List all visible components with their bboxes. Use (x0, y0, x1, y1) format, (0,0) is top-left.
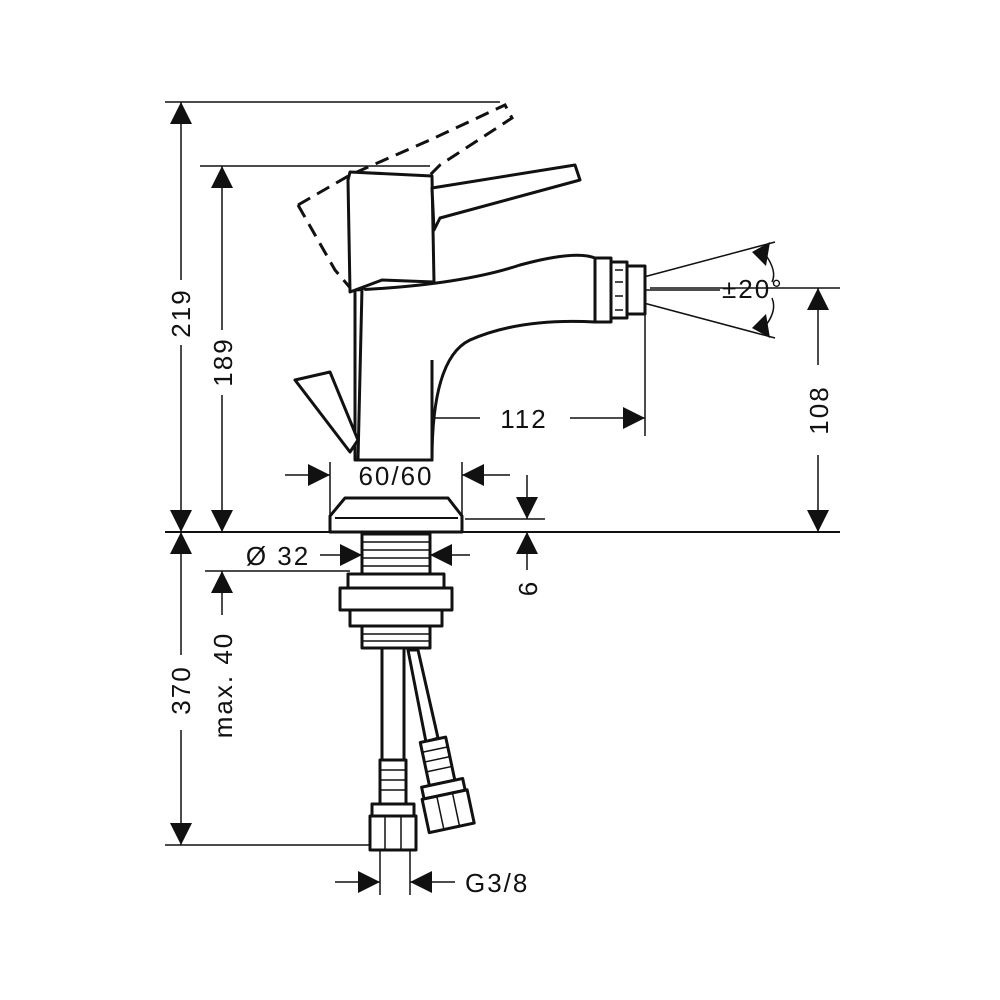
dimension-swivel-angle: ±20° (594, 241, 784, 339)
dimension-219: 219 (166, 102, 196, 532)
dimension-g3-8: G3/8 (335, 868, 529, 898)
dimension-60-60: 60/60 (285, 461, 510, 491)
hose-left (368, 646, 418, 852)
mounting-shank (338, 532, 454, 650)
swivel-angle-label: ±20° (722, 274, 784, 304)
dimension-108-label: 108 (804, 385, 834, 434)
dimension-108: 108 (804, 288, 834, 532)
dimension-370: 370 (166, 532, 196, 845)
dimension-370-label: 370 (166, 665, 196, 714)
dimension-189-label: 189 (208, 337, 238, 386)
dimension-219-label: 219 (166, 288, 196, 337)
dimension-diameter-32-label: Ø 32 (246, 541, 310, 571)
dimension-max-40: max. 40 (208, 571, 238, 738)
dimension-112-label: 112 (500, 404, 547, 434)
aerator (593, 256, 647, 324)
handle-block (346, 170, 436, 294)
faucet-body (293, 163, 647, 534)
extension-lines (165, 101, 840, 895)
dimension-60-60-label: 60/60 (358, 461, 433, 491)
dimension-189: 189 (208, 166, 238, 532)
dimension-6-label: 6 (513, 580, 543, 596)
lever-open-position-dashed (296, 103, 514, 291)
pop-up-rod (293, 370, 360, 454)
body-column (356, 287, 434, 462)
dimension-diameter-32: Ø 32 (246, 541, 470, 571)
dimension-g3-8-label: G3/8 (465, 868, 529, 898)
hose-right (406, 648, 476, 835)
dimension-6: 6 (513, 475, 543, 596)
base-flange (328, 496, 464, 534)
lever-handle (430, 163, 582, 232)
dimension-max-40-label: max. 40 (208, 632, 238, 739)
